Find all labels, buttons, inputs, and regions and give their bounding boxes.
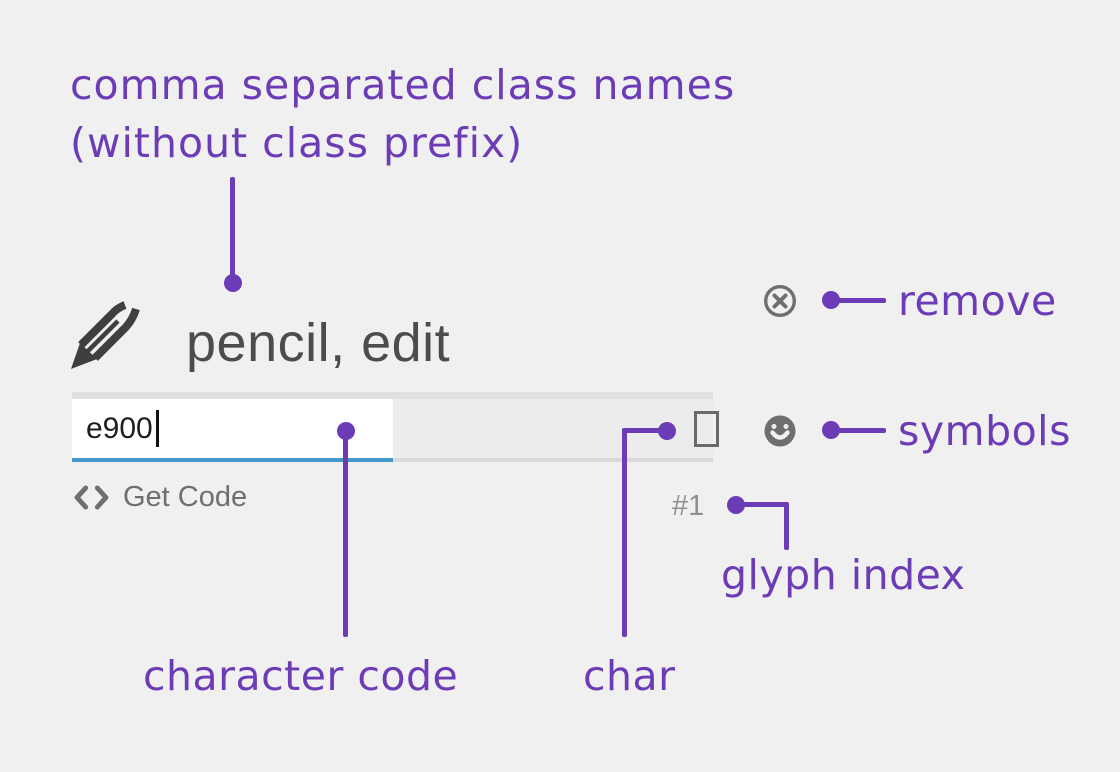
character-code-value: e900: [86, 411, 153, 445]
input-focus-underline: [72, 458, 393, 462]
glyph-names-field[interactable]: pencil, edit: [186, 313, 451, 373]
glyph-preview-cell[interactable]: [68, 298, 144, 372]
annotation-class-names: comma separated class names (without cla…: [70, 56, 735, 172]
smiley-face-icon: [764, 415, 796, 447]
connector-line-glyph-index-horizontal: [736, 502, 787, 507]
code-brackets-icon: [74, 485, 109, 510]
char-display-missing-glyph-box: [694, 411, 719, 447]
connector-dot-char: [658, 422, 676, 440]
connector-line-glyph-index-vertical: [784, 502, 789, 550]
annotation-symbols: symbols: [898, 407, 1071, 455]
connector-line-char-horizontal: [625, 428, 667, 433]
connector-line-remove: [831, 298, 886, 303]
circled-x-icon: [763, 284, 797, 318]
annotation-glyph-index: glyph index: [721, 551, 966, 599]
annotation-class-names-line2: (without class prefix): [70, 119, 524, 167]
annotation-class-names-line1: comma separated class names: [70, 61, 736, 109]
row-top-divider: [72, 392, 713, 399]
connector-line-symbols: [831, 428, 886, 433]
connector-line-char-vertical: [622, 428, 627, 637]
annotation-remove: remove: [898, 277, 1057, 325]
symbols-button[interactable]: [764, 415, 796, 447]
text-cursor: [155, 410, 159, 447]
get-code-button[interactable]: Get Code: [73, 481, 247, 514]
connector-line-class-names: [230, 177, 235, 278]
get-code-label: Get Code: [123, 481, 248, 513]
pencil-icon: [71, 301, 140, 369]
connector-dot-class-names: [224, 274, 242, 292]
input-rest-underline: [393, 458, 713, 462]
annotation-char: char: [583, 652, 676, 700]
remove-glyph-button[interactable]: [763, 284, 797, 318]
annotation-character-code: character code: [143, 652, 459, 700]
glyph-index-value: #1: [672, 490, 705, 522]
connector-line-character-code: [343, 431, 348, 637]
